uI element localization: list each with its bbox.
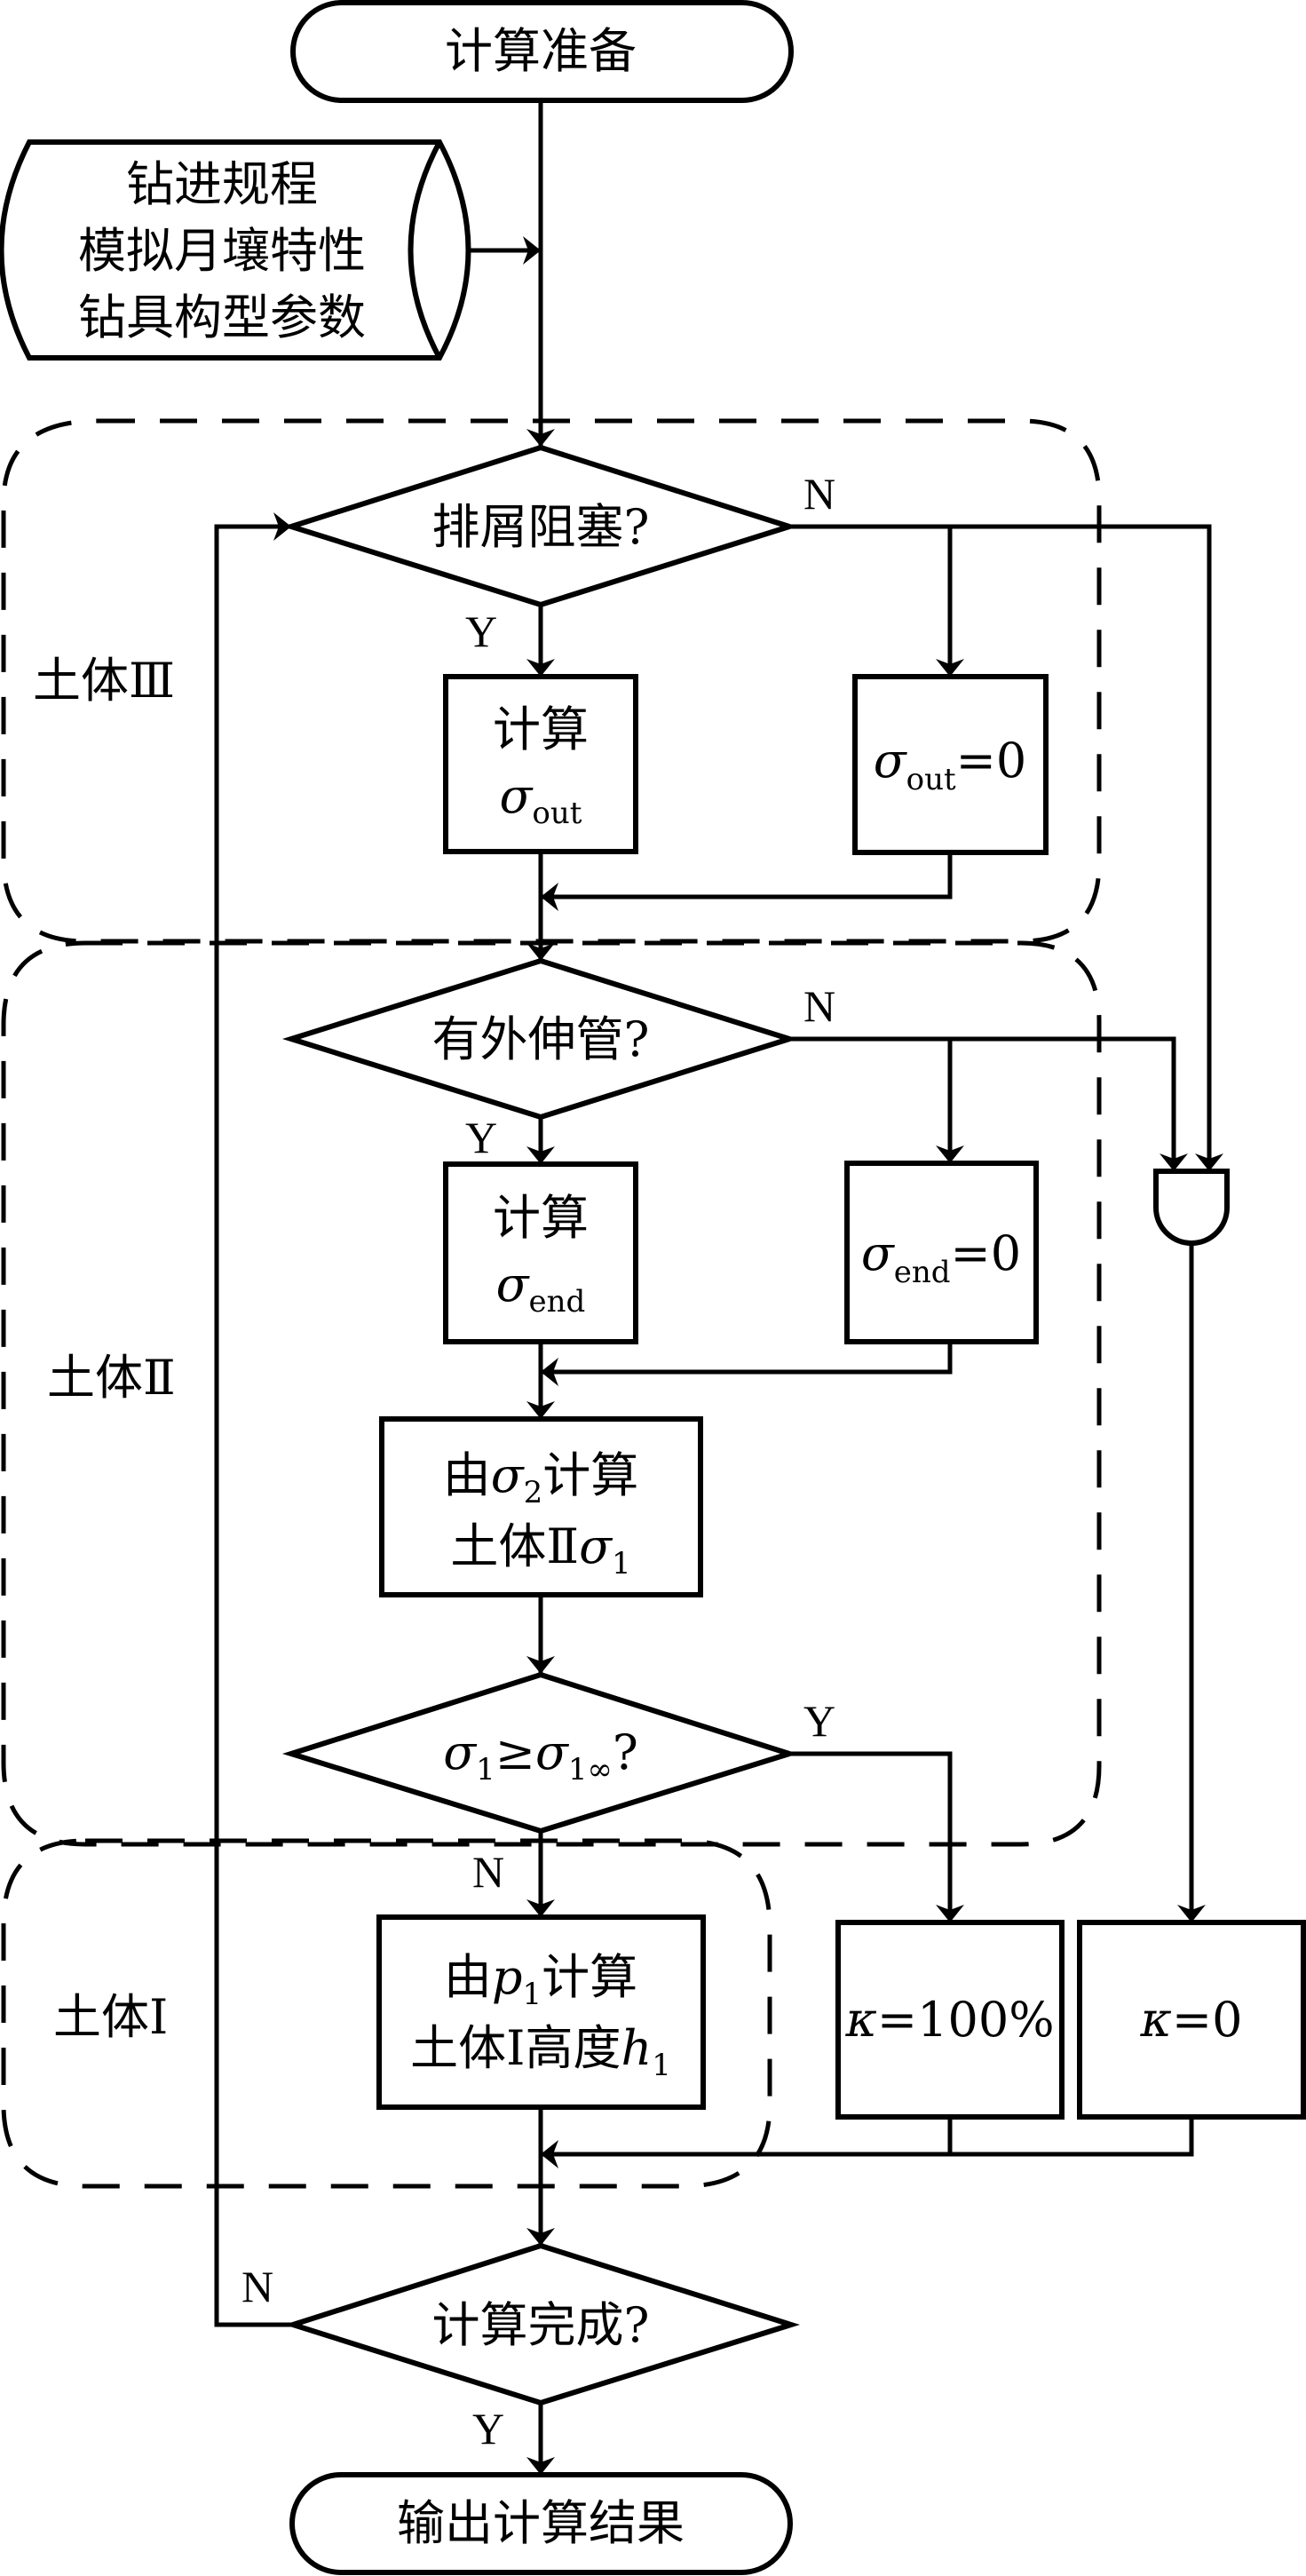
kappa-zero-box: κ=0 xyxy=(1077,1920,1306,2120)
svg-text:σout: σout xyxy=(500,768,582,831)
decision-sigma-compare: σ1≥σ1∞? xyxy=(281,1671,799,1835)
edge-kappa-merge xyxy=(541,2117,1194,2168)
decision-done: 计算完成? xyxy=(284,2242,801,2406)
svg-text:σ1≥σ1∞?: σ1≥σ1∞? xyxy=(443,1724,638,1787)
svg-text:σend=0: σend=0 xyxy=(861,1225,1021,1290)
calc-sigma1-box: 由σ2计算 土体Ⅱσ1 xyxy=(379,1416,703,1597)
svg-text:σout=0: σout=0 xyxy=(874,733,1027,797)
svg-text:由σ2计算: 由σ2计算 xyxy=(443,1447,639,1510)
svg-text:κ=0: κ=0 xyxy=(1139,1992,1242,2048)
svg-text:模拟月壤特性: 模拟月壤特性 xyxy=(78,223,366,279)
label-ext-no: N xyxy=(803,981,835,1031)
svg-text:计算: 计算 xyxy=(493,1190,589,1246)
svg-text:σend: σend xyxy=(496,1256,586,1320)
edge-end-zero-merge xyxy=(541,1342,953,1386)
decision-clog: 排屑阻塞? xyxy=(282,444,798,608)
label-clog-no: N xyxy=(803,469,835,519)
svg-text:有外伸管?: 有外伸管? xyxy=(432,1011,650,1067)
svg-text:计算: 计算 xyxy=(493,701,589,757)
edge-clog-no xyxy=(789,524,1223,1171)
svg-text:排屑阻塞?: 排屑阻塞? xyxy=(432,499,650,555)
input-data-node: 钻进规程 模拟月壤特性 钻具构型参数 xyxy=(0,139,471,361)
svg-text:由p1计算: 由p1计算 xyxy=(444,1949,637,2012)
calc-sigma-end-box: 计算 σend xyxy=(443,1161,638,1344)
label-done-yes: Y xyxy=(472,2404,504,2453)
calc-h1-box: 由p1计算 土体Ⅰ高度h1 xyxy=(376,1914,706,2110)
label-clog-yes: Y xyxy=(465,606,497,656)
edge-out-zero-merge xyxy=(541,852,953,911)
svg-text:计算完成?: 计算完成? xyxy=(432,2297,650,2353)
edge-done-no-loop xyxy=(214,512,293,2327)
label-sigma-yes: Y xyxy=(803,1696,835,1746)
label-done-no: N xyxy=(241,2262,273,2311)
region-soil1-label: 土体Ⅰ xyxy=(53,1989,168,2045)
start-node: 计算准备 xyxy=(290,0,794,103)
decision-ext-pipe: 有外伸管? xyxy=(281,957,799,1121)
region-soil3-label: 土体Ⅲ xyxy=(33,653,175,709)
region-soil2-label: 土体Ⅱ xyxy=(47,1350,176,1406)
region-soil2-boundary xyxy=(1,940,1102,1847)
and-gate-icon xyxy=(1153,1169,1230,1246)
svg-text:土体Ⅱσ1: 土体Ⅱσ1 xyxy=(450,1518,630,1581)
label-sigma-no: N xyxy=(472,1847,504,1897)
svg-text:钻具构型参数: 钻具构型参数 xyxy=(78,289,366,345)
sigma-end-zero-box: σend=0 xyxy=(844,1161,1039,1344)
svg-text:钻进规程: 钻进规程 xyxy=(126,156,318,212)
sigma-out-zero-box: σout=0 xyxy=(852,674,1049,855)
label-ext-yes: Y xyxy=(465,1113,497,1162)
end-node: 输出计算结果 xyxy=(289,2472,793,2575)
svg-text:土体Ⅰ高度h1: 土体Ⅰ高度h1 xyxy=(410,2020,671,2083)
edge-sigma-yes xyxy=(789,1751,964,1922)
region-soil1-boundary xyxy=(1,1838,772,2189)
svg-text:输出计算结果: 输出计算结果 xyxy=(397,2495,685,2551)
svg-text:κ=100%: κ=100% xyxy=(844,1992,1054,2048)
edge-ext-no xyxy=(789,1036,1188,1171)
calc-sigma-out-box: 计算 σout xyxy=(443,674,638,854)
svg-text:计算准备: 计算准备 xyxy=(445,23,637,79)
kappa-full-box: κ=100% xyxy=(835,1920,1065,2120)
